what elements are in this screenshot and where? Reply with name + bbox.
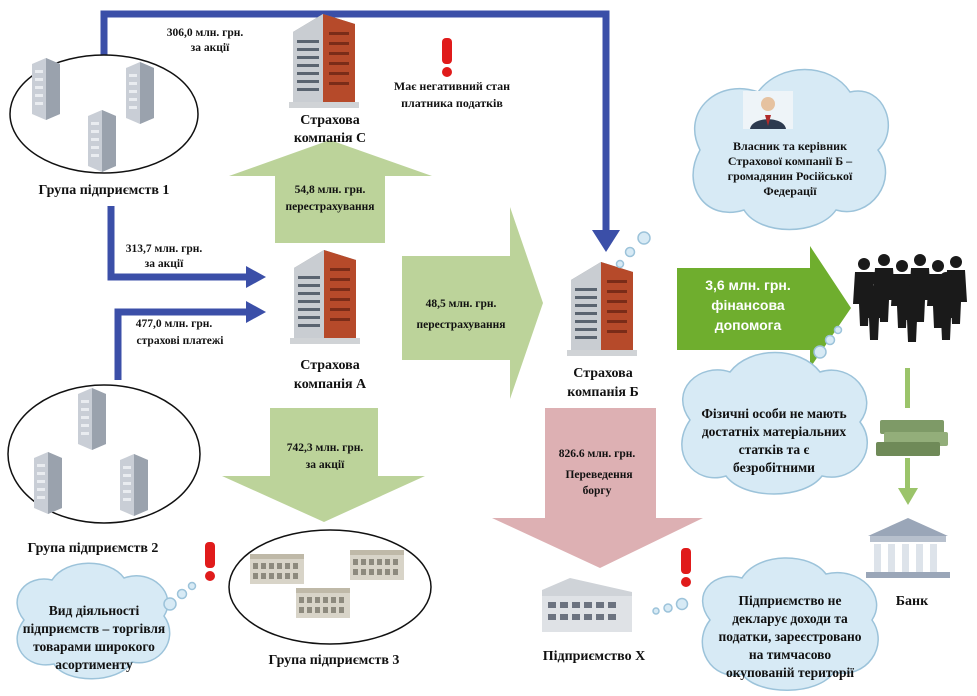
arrowhead-b-top: [592, 230, 620, 252]
bank-icon: [866, 518, 950, 578]
flow-label-amount: 477,0 млн. грн.: [136, 318, 213, 330]
arrowhead-a-lower: [246, 301, 266, 323]
person-avatar-icon: [743, 91, 793, 129]
arrow-money-to-bank: [905, 458, 910, 488]
company-a-building-icon: [290, 250, 360, 344]
building-icon: [78, 388, 106, 450]
note-owner: Власник та керівник: [733, 139, 847, 153]
group-2-label: Група підприємств 2: [28, 541, 159, 556]
arrow-g1-to-b: [100, 10, 610, 232]
flow-label-desc: Переведення: [565, 469, 632, 481]
note-g2-activity: підприємств – торгівля: [23, 621, 165, 636]
cloud-g2-activity: [16, 562, 197, 680]
arrow-people-to-money: [905, 368, 910, 408]
building-icon: [34, 452, 62, 514]
note-x: Підприємство не: [739, 593, 842, 608]
company-b-building-icon: [567, 262, 637, 356]
note-persons: безробітними: [733, 460, 815, 475]
company-c-building-icon: [289, 14, 359, 108]
flow-label-desc: за акції: [306, 459, 345, 471]
flow-label-amount: 313,7 млн. грн.: [126, 243, 203, 255]
note-x: на тимчасово: [749, 647, 831, 662]
building-icon: [126, 62, 154, 124]
note-owner: Страхової компанії Б –: [728, 154, 853, 168]
company-a-label: компанія А: [294, 377, 367, 392]
flow-label-amount: 54,8 млн. грн.: [295, 184, 366, 196]
bank-label: Банк: [896, 594, 929, 609]
arrowhead-a-upper: [246, 266, 266, 288]
note-owner: громадянин Російської: [728, 169, 853, 183]
building-icon: [250, 554, 304, 584]
flow-label-desc: фінансова: [711, 297, 785, 313]
note-g2-activity: Вид діяльності: [49, 603, 140, 618]
note-persons: статків та є: [739, 442, 810, 457]
people-silhouette-icon: [853, 254, 967, 342]
note-c-warning: платника податків: [401, 96, 503, 110]
flow-label-amount: 306,0 млн. грн.: [167, 27, 244, 39]
building-icon: [32, 58, 60, 120]
group-3-label: Група підприємств 3: [269, 653, 400, 668]
arrow-b-to-people: [677, 246, 851, 368]
cloud-x-note: [652, 557, 879, 691]
cloud-persons: [681, 325, 868, 495]
note-c-warning: Має негативний стан: [394, 79, 510, 93]
company-b-label: Страхова: [573, 366, 632, 381]
note-x: окупованій території: [726, 665, 854, 680]
money-stack-icon: [876, 420, 948, 456]
blue-flow-arrows: [100, 10, 610, 380]
warning-icon: [681, 548, 691, 587]
note-g2-activity: товарами широкого: [33, 639, 155, 654]
arrow-a-to-g3: [222, 408, 425, 522]
arrow-a-to-b: [402, 207, 543, 399]
enterprise-x-building-icon: [542, 578, 632, 632]
company-b-label: компанія Б: [567, 385, 639, 400]
company-c-label: компанія С: [294, 131, 366, 146]
warning-icon: [205, 542, 215, 581]
flow-label-desc: перестрахування: [286, 201, 375, 213]
note-persons: достатніх матеріальних: [702, 424, 847, 439]
arrow-g1-to-a: [107, 206, 248, 281]
building-icon: [350, 550, 404, 580]
flow-label-desc: боргу: [583, 485, 612, 497]
arrow-a-to-c: [229, 140, 432, 243]
group-3-ellipse: [228, 529, 432, 645]
flow-label-desc: за акції: [145, 258, 184, 270]
note-g2-activity: асортименту: [55, 657, 133, 672]
flow-label-desc: страхові платежі: [137, 335, 225, 347]
flow-label-desc: допомога: [715, 317, 782, 333]
flow-label-desc: перестрахування: [417, 319, 506, 331]
group-1-label: Група підприємств 1: [39, 183, 170, 198]
flow-label-amount: 742,3 млн. грн.: [287, 442, 364, 454]
note-owner: Федерації: [763, 184, 817, 198]
flow-label-desc: за акції: [191, 42, 230, 54]
arrow-b-to-x: [492, 408, 703, 568]
flow-label-amount: 48,5 млн. грн.: [426, 298, 497, 310]
flow-label-amount: 826.6 млн. грн.: [559, 448, 636, 460]
building-icon: [120, 454, 148, 516]
arrow-g2-to-a: [114, 308, 248, 380]
note-x: декларує доходи та: [732, 611, 848, 626]
warning-icon: [442, 38, 452, 77]
building-icon: [88, 110, 116, 172]
enterprise-x-label: Підприємство Х: [543, 649, 646, 664]
note-x: податки, зареєстровано: [718, 629, 861, 644]
company-c-label: Страхова: [300, 113, 359, 128]
flow-label-amount: 3,6 млн. грн.: [705, 277, 791, 293]
building-icon: [296, 588, 350, 618]
company-a-label: Страхова: [300, 358, 359, 373]
note-persons: Фізичні особи не мають: [701, 406, 846, 421]
